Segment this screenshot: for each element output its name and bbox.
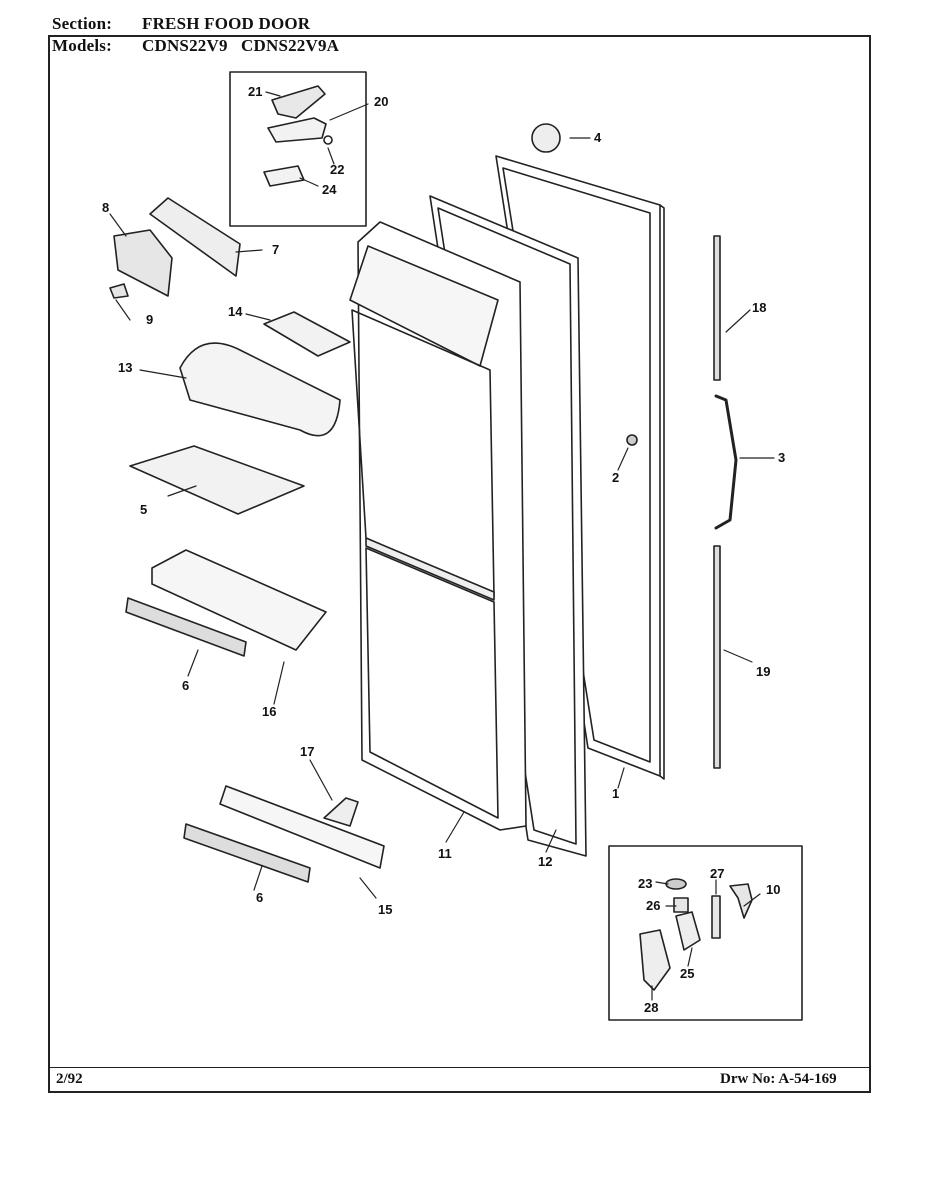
callout-5: 5 [140,502,147,517]
section-title: FRESH FOOD DOOR [142,14,311,33]
dispenser-clip [109,283,129,299]
callout-labels: 1 2 3 4 5 6 6 7 8 9 10 11 12 13 14 15 16… [102,84,785,1015]
top-hinge-inset [229,71,367,227]
callout-20: 20 [374,94,388,109]
callout-14: 14 [228,304,243,319]
inner-door-liner [349,221,527,831]
bin-trim-lower [183,823,311,883]
callout-18: 18 [752,300,766,315]
leader-lines [109,91,775,1001]
door-screw [626,434,638,446]
callout-17: 17 [300,744,314,759]
callout-4: 4 [594,130,602,145]
section-label: Section: [52,14,113,33]
callout-13: 13 [118,360,132,375]
dispenser-housing [113,229,173,297]
callout-3: 3 [778,450,785,465]
dairy-cover [179,342,341,437]
handle-trims [713,235,738,769]
footer-divider [48,1067,871,1068]
callout-22: 22 [330,162,344,177]
callout-7: 7 [272,242,279,257]
callout-8: 8 [102,200,109,215]
drawing-number: Drw No: A-54-169 [720,1071,837,1087]
callout-26: 26 [646,898,660,913]
shelf-retainer [323,797,359,827]
callout-19: 19 [756,664,770,679]
door-bin [151,549,327,651]
bin-trim-upper [125,597,247,657]
callout-9: 9 [146,312,153,327]
callout-28: 28 [644,1000,658,1015]
callout-12: 12 [538,854,552,869]
callout-11: 11 [438,846,452,861]
ice-dispenser-chute [149,197,241,277]
small-shelf [263,311,351,357]
callout-1: 1 [612,786,619,801]
callout-23: 23 [638,876,652,891]
egg-tray [129,445,305,515]
callout-6a: 6 [182,678,189,693]
bottom-hinge-inset [608,845,803,1021]
lower-shelf [219,785,385,869]
callout-16: 16 [262,704,276,719]
drawing-frame [48,35,871,1093]
models-list: CDNS22V9 CDNS22V9A [142,36,340,55]
callout-21: 21 [248,84,262,99]
callout-25: 25 [680,966,694,981]
revision-date: 2/92 [56,1071,83,1087]
callout-6b: 6 [256,890,263,905]
callout-27: 27 [710,866,724,881]
cap-plug [531,123,561,153]
callout-15: 15 [378,902,392,917]
callout-10: 10 [766,882,780,897]
callout-2: 2 [612,470,619,485]
models-label: Models: [52,36,112,55]
callout-24: 24 [322,182,337,197]
